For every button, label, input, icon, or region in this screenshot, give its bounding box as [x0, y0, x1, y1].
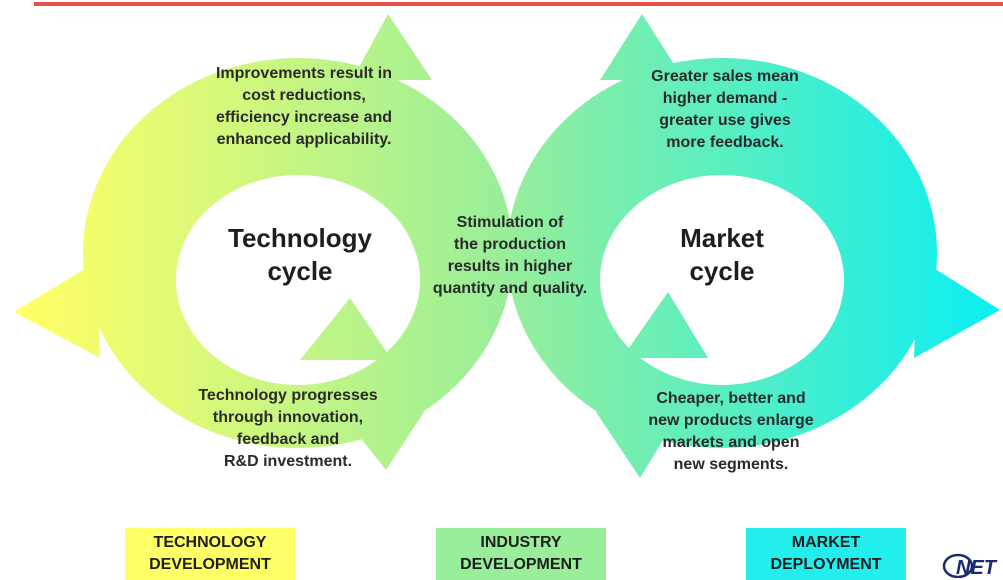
- arrowhead-left: [14, 262, 100, 358]
- logo-text: NET: [956, 557, 998, 578]
- arrowhead-top-right: [600, 14, 684, 80]
- arrowhead-center-left: [300, 298, 392, 360]
- arrowhead-center-right: [622, 292, 708, 358]
- arrowhead-right: [914, 258, 1000, 358]
- market-sales-text: Greater sales mean higher demand - great…: [651, 68, 799, 151]
- arrowhead-bottom-left: [340, 412, 424, 470]
- net-logo: NET: [942, 553, 998, 578]
- arrowhead-bottom-right: [596, 412, 680, 478]
- production-stimulation-text: Stimulation of the production results in…: [432, 214, 588, 297]
- stage-industry-development: INDUSTRY DEVELOPMENT: [436, 528, 606, 580]
- arrowhead-top-left: [352, 14, 432, 80]
- stage-market-deployment: MARKET DEPLOYMENT: [746, 528, 906, 580]
- stage-technology-development: TECHNOLOGY DEVELOPMENT: [125, 528, 295, 580]
- market-cycle-ring: [507, 58, 937, 448]
- tech-improvements-text: Improvements result in cost reductions, …: [215, 65, 393, 148]
- tech-progress-text: Technology progresses through innovation…: [198, 387, 378, 470]
- technology-cycle-ring: [83, 58, 513, 448]
- technology-cycle-title: Technology cycle: [228, 223, 372, 286]
- market-cycle-title: Market cycle: [680, 223, 764, 286]
- market-products-text: Cheaper, better and new products enlarge…: [648, 390, 814, 473]
